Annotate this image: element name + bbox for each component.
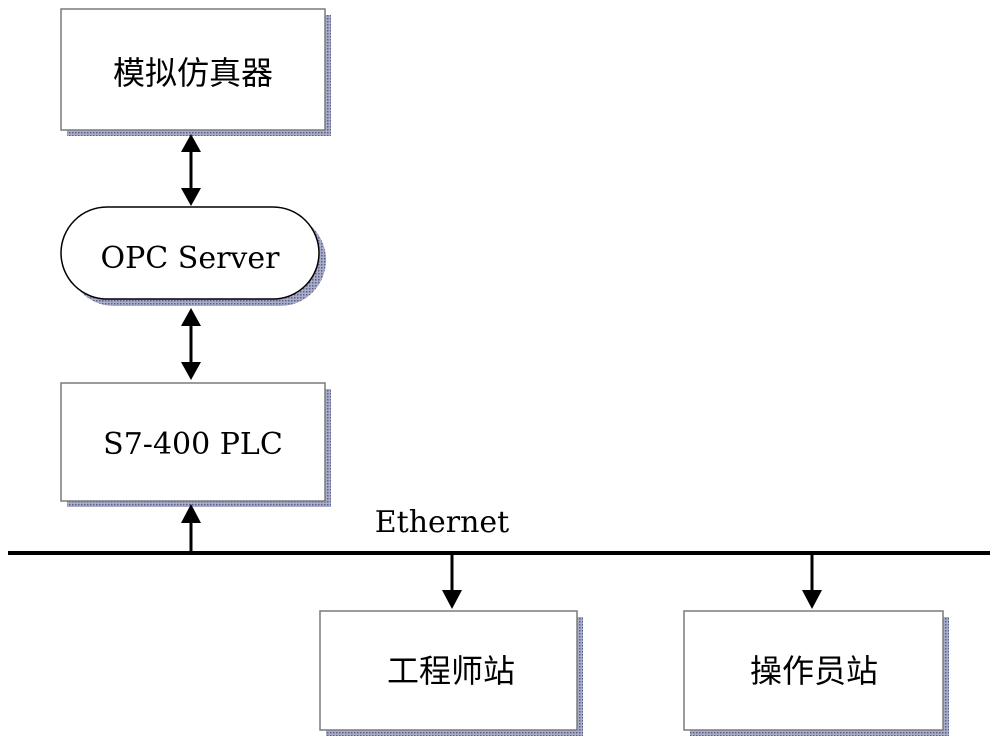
arrow-ethernet-plc xyxy=(181,504,201,553)
arrow-ethernet-engineer xyxy=(442,553,462,609)
ethernet-label: Ethernet xyxy=(375,505,510,540)
operator-station-label: 操作员站 xyxy=(750,652,878,690)
simulator-box: 模拟仿真器 xyxy=(60,8,331,136)
simulator-label: 模拟仿真器 xyxy=(113,54,273,92)
opc-server-node: OPC Server xyxy=(60,206,326,306)
opc-server-label: OPC Server xyxy=(101,241,281,276)
arrow-simulator-opc xyxy=(181,134,201,206)
engineer-station-label: 工程师站 xyxy=(387,652,515,690)
engineer-station-box: 工程师站 xyxy=(319,610,583,736)
plc-label: S7-400 PLC xyxy=(103,427,283,462)
arrow-opc-plc xyxy=(181,308,201,380)
arrow-ethernet-operator xyxy=(802,553,822,609)
plc-box: S7-400 PLC xyxy=(60,382,331,507)
operator-station-box: 操作员站 xyxy=(683,610,949,736)
